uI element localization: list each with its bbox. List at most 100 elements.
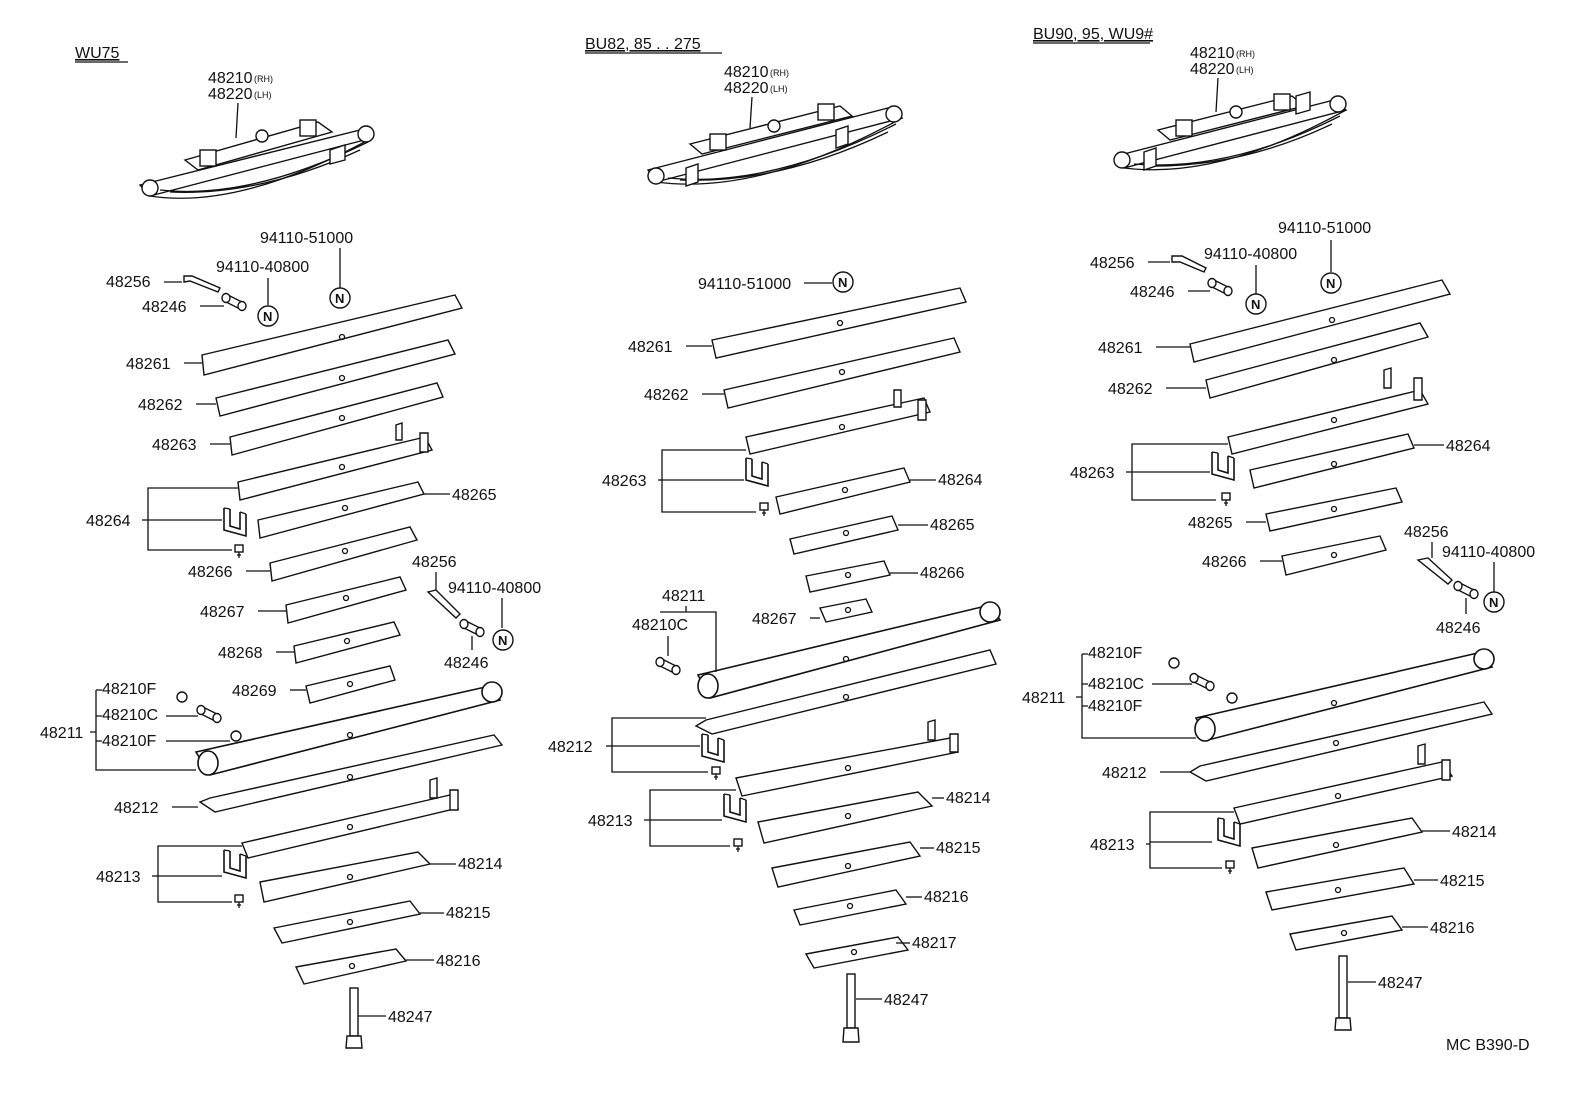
leaf-48217: 48217 bbox=[804, 935, 957, 969]
assembly-lh-suffix: (LH) bbox=[254, 90, 272, 100]
new-part-symbol: N bbox=[263, 309, 272, 324]
part-48211-label: 48211 bbox=[40, 725, 83, 742]
column-header: WU75 bbox=[75, 45, 120, 62]
leaf-48215: 48215 bbox=[771, 840, 981, 888]
part-48267-label: 48267 bbox=[200, 604, 245, 621]
part-48212-label: 48212 bbox=[548, 739, 593, 756]
part-48216-label: 48216 bbox=[924, 889, 969, 906]
part-48211-label: 48211 bbox=[1022, 690, 1065, 707]
part-48264-label: 48264 bbox=[86, 513, 131, 530]
leaf-48266: 48266 bbox=[1202, 535, 1387, 576]
leaf-48212: 48212 bbox=[548, 649, 997, 781]
assembly-rh-number: 48210 bbox=[724, 64, 769, 81]
part-48210C-label: 48210C bbox=[1088, 676, 1144, 693]
column-header: BU90, 95, WU9# bbox=[1033, 26, 1153, 43]
part-48261-label: 48261 bbox=[628, 339, 673, 356]
part-48213-label: 48213 bbox=[1090, 837, 1135, 854]
assembly-rh-number: 48210 bbox=[1190, 45, 1235, 62]
assembly-lh-suffix: (LH) bbox=[1236, 65, 1254, 75]
leaf-48263: 48263 bbox=[1070, 367, 1430, 507]
drawing-code: MC B390-D bbox=[1446, 1037, 1530, 1054]
part-48214-label: 48214 bbox=[458, 856, 503, 873]
part-48212-label: 48212 bbox=[1102, 765, 1147, 782]
part-48265-label: 48265 bbox=[1188, 515, 1233, 532]
part-48216-label: 48216 bbox=[436, 953, 481, 970]
leaf-48213: 48213 bbox=[96, 777, 460, 909]
part-94110-40800-label: 94110-40800 bbox=[216, 259, 309, 276]
part-48210F-label: 48210F bbox=[1088, 645, 1142, 662]
leaf-48212: 48212 bbox=[114, 734, 504, 817]
leaf-48214: 48214 bbox=[259, 851, 503, 903]
center-bolt-48247: 48247 bbox=[842, 973, 929, 1043]
leaf-48215: 48215 bbox=[272, 900, 491, 944]
spring-assembly-drawing: 48210 (RH) 48220 (LH) bbox=[646, 64, 904, 187]
leaf-48214: 48214 bbox=[1251, 817, 1497, 869]
part-94110-51000-label: 94110-51000 bbox=[1278, 220, 1371, 237]
part-48263-label: 48263 bbox=[1070, 465, 1115, 482]
leaf-48261: 48261 bbox=[628, 287, 967, 359]
part-48256-label: 48256 bbox=[1090, 255, 1135, 272]
part-48246-label: 48246 bbox=[444, 655, 489, 672]
leaf-48265: 48265 bbox=[789, 515, 975, 555]
part-48261-label: 48261 bbox=[126, 356, 171, 373]
column-bu82: BU82, 85 . . 275 48210 (RH) 48220 (LH) 9… bbox=[548, 36, 1002, 1043]
part-48215-label: 48215 bbox=[446, 905, 491, 922]
leaf-48264: 48264 bbox=[1249, 433, 1491, 489]
center-bolt-48247: 48247 bbox=[1334, 955, 1423, 1031]
part-48262-label: 48262 bbox=[644, 387, 689, 404]
leaf-48262: 48262 bbox=[644, 337, 961, 409]
part-48247-label: 48247 bbox=[388, 1009, 433, 1026]
part-48256-label: 48256 bbox=[1404, 524, 1449, 541]
leaf-48267: 48267 bbox=[752, 598, 874, 628]
part-48210C-label: 48210C bbox=[632, 617, 688, 634]
column-wu75: WU75 48210 (RH) 48220 (LH) 94110-51000 N… bbox=[40, 45, 541, 1049]
part-94110-40800-label: 94110-40800 bbox=[1204, 246, 1297, 263]
part-48211-label: 48211 bbox=[662, 588, 705, 605]
part-48263-label: 48263 bbox=[152, 437, 197, 454]
leaf-48213: 48213 bbox=[588, 719, 960, 853]
part-48247-label: 48247 bbox=[884, 992, 929, 1009]
part-48269-label: 48269 bbox=[232, 683, 277, 700]
leaf-48266: 48266 bbox=[805, 560, 965, 593]
part-48262-label: 48262 bbox=[1108, 381, 1153, 398]
part-48246-label: 48246 bbox=[1130, 284, 1175, 301]
assembly-lh-number: 48220 bbox=[208, 86, 253, 103]
leaf-48216: 48216 bbox=[294, 948, 481, 985]
leaf-48262: 48262 bbox=[1108, 322, 1430, 399]
main-leaf-48211: 48210F 48210C 48210F 48211 bbox=[40, 681, 503, 776]
leaf-48262: 48262 bbox=[138, 339, 457, 417]
part-48266-label: 48266 bbox=[920, 565, 965, 582]
part-48266-label: 48266 bbox=[1202, 554, 1247, 571]
part-48256-label: 48256 bbox=[106, 274, 151, 291]
new-part-symbol: N bbox=[1251, 297, 1260, 312]
part-48264-label: 48264 bbox=[938, 472, 983, 489]
main-leaf-48211: 48210F 48210C 48210F 48211 bbox=[1022, 645, 1495, 742]
leaf-48264: 48264 bbox=[775, 467, 983, 515]
leaf-48266: 48266 bbox=[188, 526, 419, 582]
part-48216-label: 48216 bbox=[1430, 920, 1475, 937]
assembly-rh-suffix: (RH) bbox=[254, 74, 273, 84]
leaf-48214: 48214 bbox=[757, 790, 991, 844]
leaf-48212: 48212 bbox=[1102, 701, 1494, 782]
assembly-rh-suffix: (RH) bbox=[1236, 49, 1255, 59]
leaf-48213: 48213 bbox=[1090, 743, 1454, 875]
leaf-48263: 48263 bbox=[602, 389, 931, 517]
leaf-48216: 48216 bbox=[793, 889, 969, 926]
leaf-48216: 48216 bbox=[1289, 915, 1475, 951]
part-48265-label: 48265 bbox=[930, 517, 975, 534]
part-48262-label: 48262 bbox=[138, 397, 183, 414]
part-48265-label: 48265 bbox=[452, 487, 497, 504]
part-48214-label: 48214 bbox=[946, 790, 991, 807]
spring-assembly-drawing: 48210 (RH) 48220 (LH) bbox=[138, 70, 375, 199]
assembly-rh-number: 48210 bbox=[208, 70, 253, 87]
part-48261-label: 48261 bbox=[1098, 340, 1143, 357]
part-48263-label: 48263 bbox=[602, 473, 647, 490]
center-bolt-48247: 48247 bbox=[345, 987, 433, 1049]
assembly-lh-number: 48220 bbox=[724, 80, 769, 97]
part-48213-label: 48213 bbox=[96, 869, 141, 886]
part-48210F-label: 48210F bbox=[102, 681, 156, 698]
leaf-48265: 48265 bbox=[1188, 487, 1403, 532]
leaf-48261: 48261 bbox=[126, 294, 464, 376]
leaf-48269: 48269 bbox=[232, 665, 396, 704]
